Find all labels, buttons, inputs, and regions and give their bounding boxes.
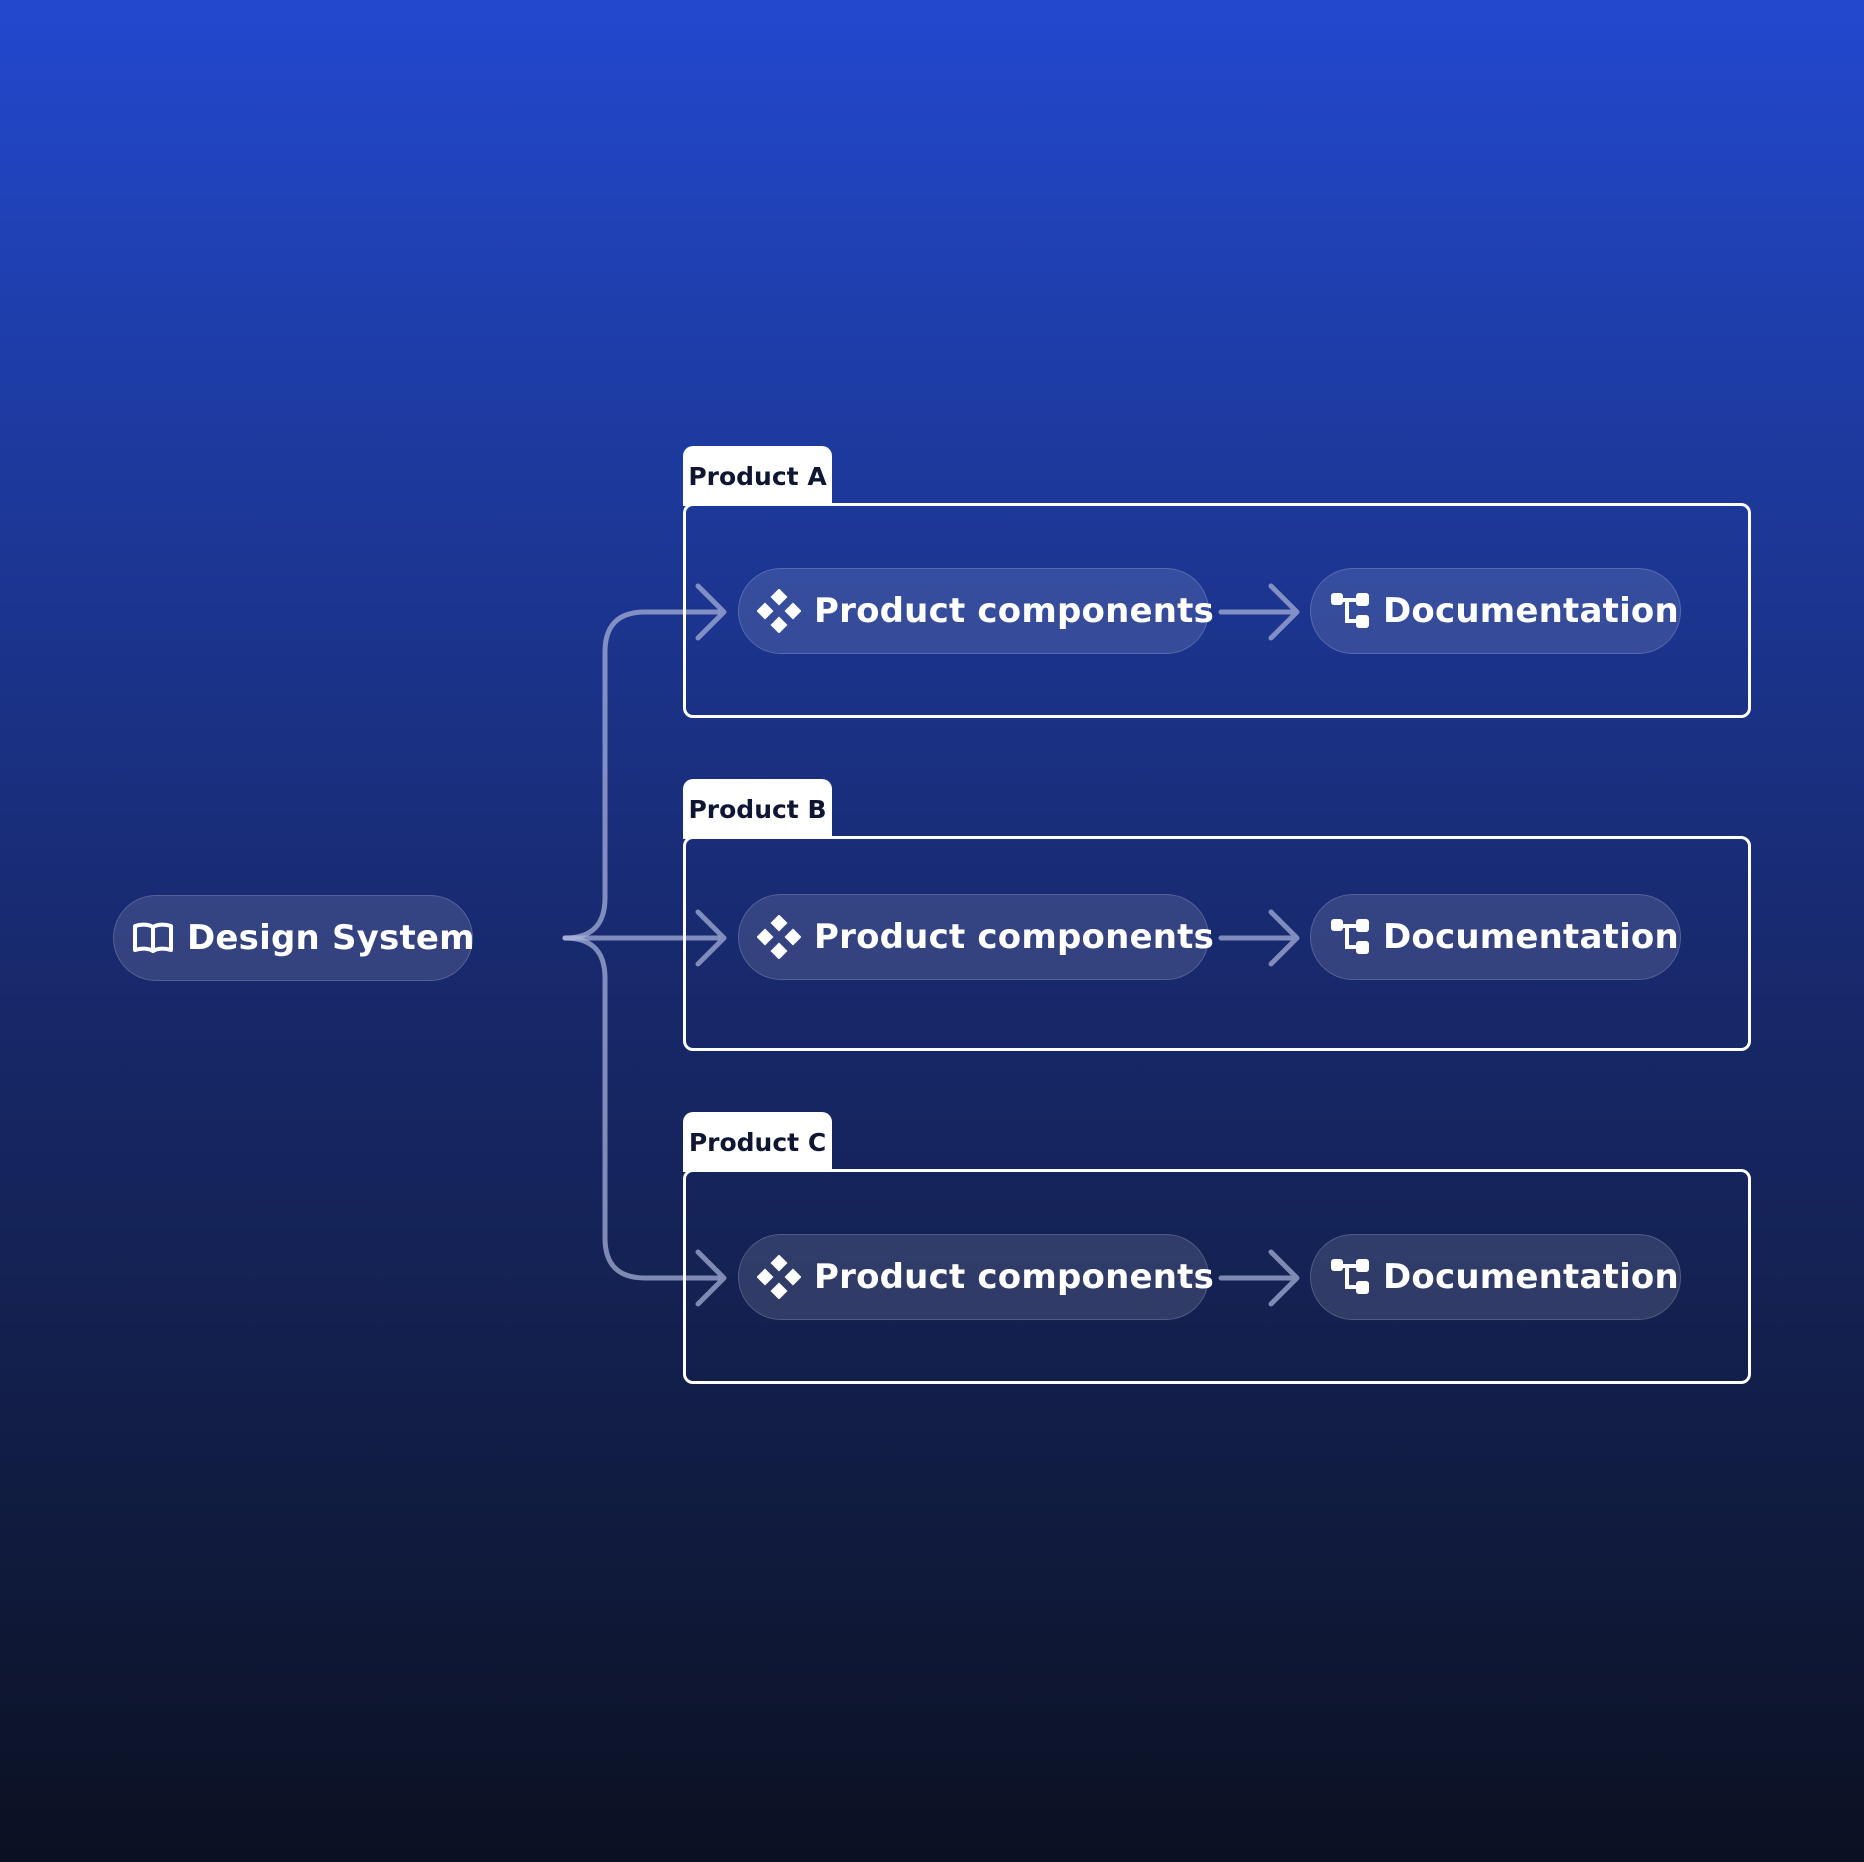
product-a-group xyxy=(683,503,1751,718)
arrow-product-c-components-to-docs xyxy=(1218,1249,1300,1307)
design-system-label: Design System xyxy=(187,918,475,958)
arrow-product-b-components-to-docs xyxy=(1218,909,1300,967)
product-c-group xyxy=(683,1169,1751,1384)
tree-structure-icon xyxy=(1330,917,1370,957)
arrowhead-product-a-components xyxy=(695,583,727,641)
tree-structure-icon xyxy=(1330,591,1370,631)
product-b-tab: Product B xyxy=(683,779,832,839)
arrowhead-product-b-components xyxy=(695,909,727,967)
product-a-documentation-node[interactable]: Documentation xyxy=(1310,568,1681,654)
product-c-title: Product C xyxy=(688,1127,827,1157)
open-book-icon xyxy=(132,921,174,955)
component-diamond-icon xyxy=(757,589,801,633)
tree-structure-icon xyxy=(1330,1257,1370,1297)
product-b-components-label: Product components xyxy=(814,917,1215,957)
product-a-components-node[interactable]: Product components xyxy=(738,568,1214,654)
product-b-documentation-node[interactable]: Documentation xyxy=(1310,894,1681,980)
product-a-tab: Product A xyxy=(683,446,832,506)
arrowhead-product-c-components xyxy=(695,1249,727,1307)
branch-line-product-a xyxy=(562,609,721,941)
component-diamond-icon xyxy=(757,1255,801,1299)
product-c-documentation-node[interactable]: Documentation xyxy=(1310,1234,1681,1320)
product-b-components-node[interactable]: Product components xyxy=(738,894,1214,980)
design-system-node[interactable]: Design System xyxy=(113,895,475,981)
product-a-components-label: Product components xyxy=(814,591,1215,631)
product-b-title: Product B xyxy=(688,794,827,824)
product-c-tab: Product C xyxy=(683,1112,832,1172)
product-c-components-label: Product components xyxy=(814,1257,1215,1297)
component-diamond-icon xyxy=(757,915,801,959)
product-b-documentation-label: Documentation xyxy=(1383,917,1679,957)
product-a-documentation-label: Documentation xyxy=(1383,591,1679,631)
product-a-title: Product A xyxy=(688,461,827,491)
arrow-product-a-components-to-docs xyxy=(1218,583,1300,641)
product-c-components-node[interactable]: Product components xyxy=(738,1234,1214,1320)
product-c-documentation-label: Documentation xyxy=(1383,1257,1679,1297)
product-b-group xyxy=(683,836,1751,1051)
branch-line-product-c xyxy=(562,935,721,1281)
